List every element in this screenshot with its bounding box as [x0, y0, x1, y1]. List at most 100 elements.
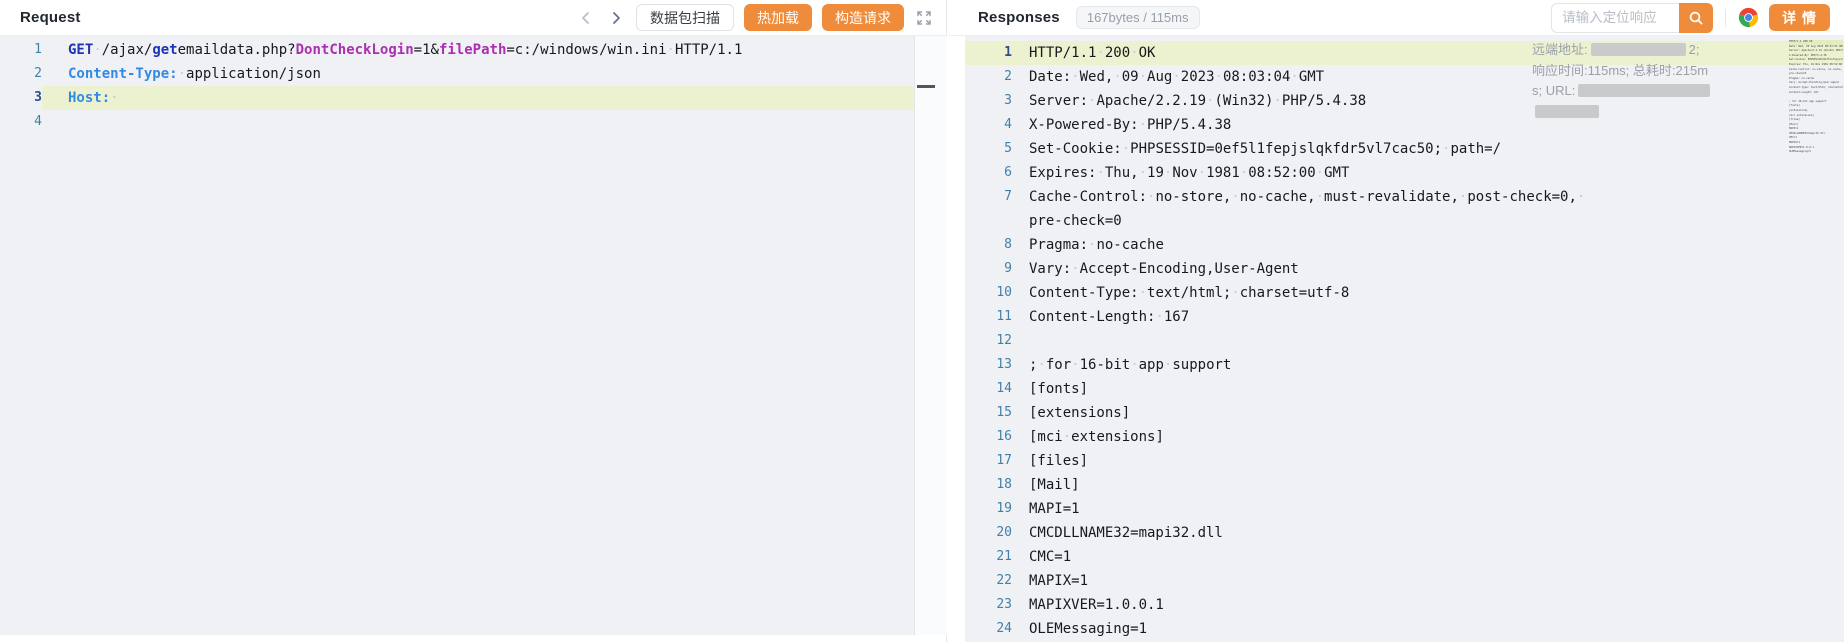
whitespace-dot: · [1122, 141, 1130, 157]
code-segment: emaildata.php? [178, 42, 296, 58]
code-text: [Mail] [1012, 473, 1844, 497]
request-scrollbar[interactable] [914, 36, 947, 635]
code-text: Content-Type:·application/json [42, 62, 914, 86]
code-line[interactable]: 23 MAPIXVER=1.0.0.1 [965, 593, 1844, 617]
code-segment: X-Powered-By:·PHP/5.4.38 [1029, 117, 1231, 133]
code-line[interactable]: 6Expires:·Thu,·19·Nov·1981·08:52:00·GMT [965, 161, 1844, 185]
whitespace-dot: · [1139, 165, 1147, 181]
line-number: 10 [965, 281, 1012, 305]
whitespace-dot: · [1037, 357, 1045, 373]
redacted-url-tail [1535, 105, 1599, 118]
code-line[interactable]: 12 [965, 329, 1844, 353]
search-button[interactable] [1679, 3, 1713, 33]
code-segment: get [152, 42, 177, 58]
response-size-time-badge: 167bytes / 115ms [1076, 6, 1200, 29]
request-editor[interactable]: 1GET·/ajax/getemaildata.php?DontCheckLog… [0, 36, 914, 635]
chrome-icon[interactable] [1738, 7, 1759, 28]
expand-icon[interactable] [916, 10, 932, 26]
code-line[interactable]: 18[Mail] [965, 473, 1844, 497]
code-line[interactable]: 11Content-Length:·167 [965, 305, 1844, 329]
code-text: CMCDLLNAME32=mapi32.dll [1012, 521, 1844, 545]
minimap[interactable]: HTTP/1.1 200 OKDate: Wed, 09 Aug 2023 08… [1789, 40, 1843, 642]
code-line[interactable]: 17[files] [965, 449, 1844, 473]
code-line[interactable]: 22MAPIX=1 [965, 569, 1844, 593]
whitespace-dot: · [93, 42, 101, 58]
line-number: 1 [0, 38, 42, 62]
code-segment: filePath [439, 42, 506, 58]
code-line[interactable]: 24OLEMessaging=1 [965, 617, 1844, 641]
whitespace-dot: · [1130, 357, 1138, 373]
search-icon [1688, 10, 1704, 26]
code-line[interactable]: 8Pragma:·no-cache [965, 233, 1844, 257]
code-line[interactable]: 7 Cache-Control:·no-store,·no-cache,·must… [965, 185, 1844, 209]
code-text: Content-Length:·167 [1012, 305, 1844, 329]
code-line[interactable]: 21CMC=1 [965, 545, 1844, 569]
line-number: 23 [965, 593, 1012, 617]
code-line[interactable]: 3Host:· [0, 86, 914, 110]
code-line[interactable]: 15[extensions] [965, 401, 1844, 425]
code-line[interactable]: pre-check=0 [965, 209, 1844, 233]
code-segment: Content-Type: [68, 66, 178, 82]
hot-reload-button[interactable]: 热加载 [744, 4, 812, 31]
code-line[interactable]: 13;·for·16-bit·app·support [965, 353, 1844, 377]
whitespace-dot: · [1096, 45, 1104, 61]
whitespace-dot: · [1316, 189, 1324, 205]
line-number: 12 [965, 329, 1012, 353]
line-number: 20 [965, 521, 1012, 545]
code-line[interactable]: 20CMCDLLNAME32=mapi32.dll [965, 521, 1844, 545]
code-segment: [Mail] [1029, 477, 1080, 493]
code-text: MAPI=1 [1012, 497, 1844, 521]
whitespace-dot: · [1577, 189, 1585, 205]
code-segment: ·application/json [178, 66, 321, 82]
whitespace-dot: · [1231, 189, 1239, 205]
next-packet-button[interactable] [606, 8, 626, 28]
code-line[interactable]: 16[mci·extensions] [965, 425, 1844, 449]
code-segment: Cache-Control:·no-store,·no-cache,·must-… [1029, 189, 1585, 205]
whitespace-dot: · [1459, 189, 1467, 205]
code-line[interactable]: 5Set-Cookie:·PHPSESSID=0ef5l1fepjslqkfdr… [965, 137, 1844, 161]
code-line[interactable]: 14[fonts] [965, 377, 1844, 401]
code-text: pre-check=0 [1012, 209, 1844, 233]
line-number: 11 [965, 305, 1012, 329]
build-request-button[interactable]: 构造请求 [822, 4, 904, 31]
chevron-right-icon [608, 10, 624, 26]
redacted-remote-address [1591, 43, 1686, 56]
line-number: 7 [965, 185, 1012, 209]
code-line[interactable]: 19MAPI=1 [965, 497, 1844, 521]
code-line[interactable]: 1GET·/ajax/getemaildata.php?DontCheckLog… [0, 38, 914, 62]
code-segment: MAPIXVER=1.0.0.1 [1029, 597, 1164, 613]
whitespace-dot: · [1071, 261, 1079, 277]
minimap-line: Content-Type: text/html; charset=utf-8 [1789, 86, 1843, 91]
detail-button[interactable]: 详 情 [1769, 4, 1830, 31]
response-editor[interactable]: 1HTTP/1.1·200·OK2Date:·Wed,·09·Aug·2023·… [965, 36, 1844, 642]
code-text: CMC=1 [1012, 545, 1844, 569]
packet-scan-button[interactable]: 数据包扫描 [636, 4, 734, 31]
code-segment: HTTP/1.1·200·OK [1029, 45, 1155, 61]
locate-response-search [1551, 3, 1713, 33]
whitespace-dot: · [1442, 141, 1450, 157]
request-header: Request 数据包扫描 热加载 构造请求 [0, 0, 946, 36]
prev-packet-button[interactable] [576, 8, 596, 28]
code-segment: MAPIX=1 [1029, 573, 1088, 589]
whitespace-dot: · [110, 90, 118, 106]
line-number: 19 [965, 497, 1012, 521]
whitespace-dot: · [1063, 429, 1071, 445]
line-number: 24 [965, 617, 1012, 641]
locate-response-input[interactable] [1551, 3, 1679, 33]
code-segment: [extensions] [1029, 405, 1130, 421]
whitespace-dot: · [1155, 309, 1163, 325]
code-line[interactable]: 9Vary:·Accept-Encoding,User-Agent [965, 257, 1844, 281]
code-line[interactable]: 10Content-Type:·text/html;·charset=utf-8 [965, 281, 1844, 305]
code-segment: Set-Cookie:·PHPSESSID=0ef5l1fepjslqkfdr5… [1029, 141, 1501, 157]
code-line[interactable]: 2Content-Type:·application/json [0, 62, 914, 86]
whitespace-dot: · [1198, 165, 1206, 181]
chrome-logo-icon [1738, 7, 1759, 28]
whitespace-dot: · [1231, 285, 1239, 301]
redacted-url [1578, 84, 1710, 97]
code-text [42, 110, 914, 134]
line-number: 14 [965, 377, 1012, 401]
meta-remote-address-tail: 2; [1689, 42, 1700, 57]
code-line[interactable]: 4 [0, 110, 914, 134]
code-text: Pragma:·no-cache [1012, 233, 1844, 257]
code-text: MAPIX=1 [1012, 569, 1844, 593]
